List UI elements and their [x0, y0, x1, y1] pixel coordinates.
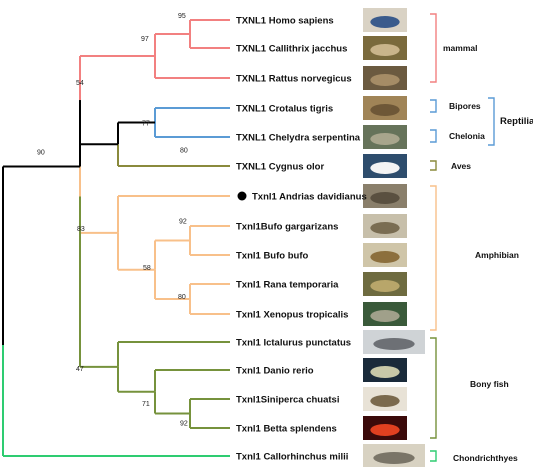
taxon-label-andrias: Txnl1 Andrias davidianus: [252, 192, 367, 203]
tree-branches: [2, 19, 230, 457]
frog-photo: [363, 272, 407, 296]
human-group-photo-subject: [370, 16, 400, 28]
snake-photo-subject: [370, 104, 400, 116]
taxon-label-chelydra: TXNL1 Chelydra serpentina: [236, 133, 361, 144]
bootstrap-aves-clade: 80: [180, 147, 188, 154]
chelonia-bracket: [430, 129, 437, 143]
turtle-photo-subject: [370, 133, 400, 145]
common-toad-photo-subject: [370, 251, 400, 263]
bootstrap-percomorph: 71: [142, 401, 150, 408]
chelonia-label: Chelonia: [449, 131, 485, 141]
bootstrap-tetrapod: 90: [37, 150, 45, 157]
bipores-label: Bipores: [449, 101, 481, 111]
elephant-shark-photo-subject: [373, 452, 415, 464]
betta-photo-subject: [370, 424, 400, 436]
clawed-frog-photo-subject: [370, 310, 400, 322]
bony-fish-bracket: [430, 337, 437, 439]
bootstrap-siniperca-betta: 92: [180, 421, 188, 428]
marmoset-photo-subject: [370, 44, 400, 56]
bootstrap-homo-callithrix: 95: [178, 13, 186, 20]
mammal-bracket: [430, 13, 437, 83]
reptilia-label: Reptilia: [500, 116, 533, 127]
betta-photo: [363, 416, 407, 440]
reptilia-bracket: [488, 97, 495, 146]
aves-bracket: [430, 160, 437, 171]
bootstrap-anura: 58: [143, 265, 151, 272]
elephant-shark-photo: [363, 444, 425, 467]
bipores-bracket: [430, 99, 437, 113]
rat-photo: [363, 66, 407, 90]
taxon-label-rana: Txnl1 Rana temporaria: [236, 280, 339, 291]
bootstrap-mammal-clade: 97: [141, 36, 149, 43]
taxon-label-ictalurus: Txnl1 Ictalurus punctatus: [236, 338, 351, 349]
catfish-photo-subject: [373, 338, 415, 350]
snake-photo: [363, 96, 407, 120]
mandarin-fish-photo-subject: [370, 395, 400, 407]
toad-photo-subject: [370, 222, 400, 234]
bony-fish-label: Bony fish: [470, 379, 509, 389]
amphibian-bracket: [430, 185, 437, 331]
taxon-label-siniperca: Txnl1Siniperca chuatsi: [236, 395, 339, 406]
taxon-label-gargarizans: Txnl1Bufo gargarizans: [236, 222, 338, 233]
amphibian-label: Amphibian: [475, 250, 519, 260]
taxon-label-betta: Txnl1 Betta splendens: [236, 424, 337, 435]
bootstrap-values: 95 97 54 77 80 90 83 92 58 80 47 71 92: [37, 13, 188, 428]
taxon-label-homo: TXNL1 Homo sapiens: [236, 16, 334, 27]
swan-photo-subject: [370, 162, 400, 174]
chondrichthyes-bracket: [430, 450, 437, 462]
human-group-photo: [363, 8, 407, 32]
salamander-photo: [363, 184, 407, 208]
toad-photo: [363, 214, 407, 238]
chondrichthyes-label: Chondrichthyes: [453, 453, 518, 463]
frog-photo-subject: [370, 280, 400, 292]
bootstrap-bufo: 92: [179, 219, 187, 226]
bootstrap-fish: 47: [76, 366, 84, 373]
bootstrap-rana-xenopus: 80: [178, 294, 186, 301]
bootstrap-reptile-clade: 77: [142, 121, 150, 128]
taxon-label-bufo: Txnl1 Bufo bufo: [236, 251, 308, 262]
bootstrap-amphibian: 83: [77, 226, 85, 233]
taxon-label-danio: Txnl1 Danio rerio: [236, 366, 314, 377]
turtle-photo: [363, 125, 407, 149]
taxon-label-xenopus: Txnl1 Xenopus tropicalis: [236, 310, 348, 321]
taxon-label-crotalus: TXNL1 Crotalus tigris: [236, 104, 333, 115]
clawed-frog-photo: [363, 302, 407, 326]
taxon-label-callithrix: TXNL1 Callithrix jacchus: [236, 44, 347, 55]
mammal-label: mammal: [443, 43, 478, 53]
rat-photo-subject: [370, 74, 400, 86]
aves-label: Aves: [451, 161, 471, 171]
salamander-photo-subject: [370, 192, 400, 204]
bootstrap-mammal-reptile: 54: [76, 80, 84, 87]
zebrafish-photo: [363, 358, 407, 382]
zebrafish-photo-subject: [370, 366, 400, 378]
taxon-label-cygnus: TXNL1 Cygnus olor: [236, 162, 324, 173]
taxon-label-rattus: TXNL1 Rattus norvegicus: [236, 74, 352, 85]
mandarin-fish-photo: [363, 387, 407, 411]
common-toad-photo: [363, 243, 407, 267]
swan-photo: [363, 154, 407, 178]
andrias-marker-dot: [237, 191, 247, 201]
species-photos: [363, 8, 425, 467]
taxon-label-callorhinchus: Txnl1 Callorhinchus milii: [236, 452, 348, 463]
marmoset-photo: [363, 36, 407, 60]
catfish-photo: [363, 330, 425, 354]
